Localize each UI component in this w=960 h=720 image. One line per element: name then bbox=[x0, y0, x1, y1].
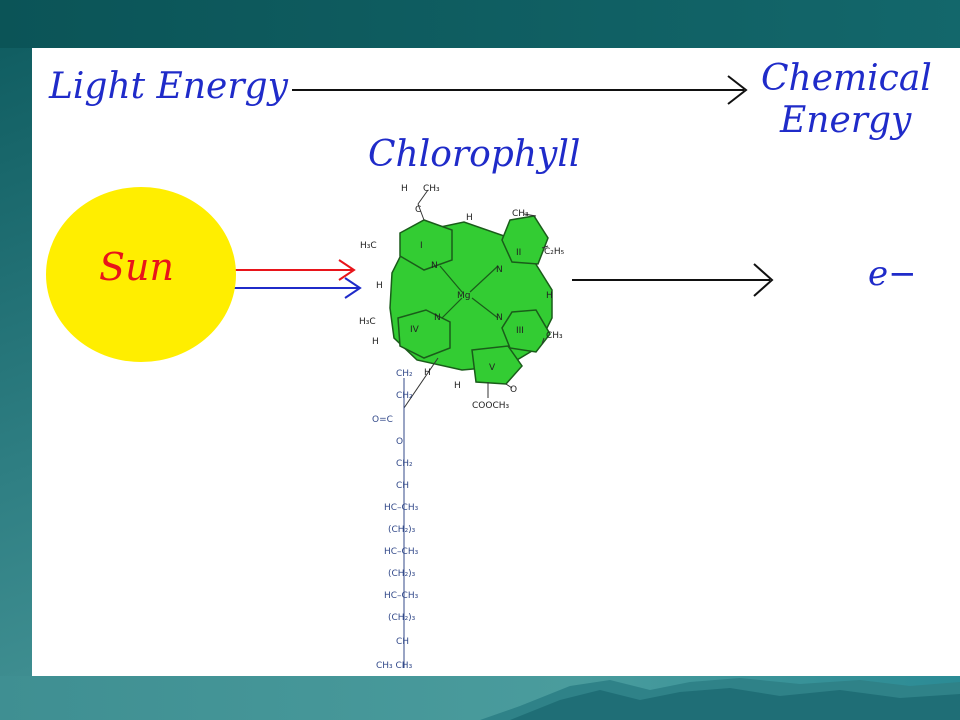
atom-h3c-left: H₃C bbox=[360, 241, 377, 251]
atom-c-top: C bbox=[415, 205, 421, 215]
atom-ch3-top: CH₃ bbox=[423, 184, 440, 194]
atom-n-4: N bbox=[434, 313, 441, 323]
atom-mg: Mg bbox=[457, 291, 470, 301]
atom-h-ring5-b: H bbox=[454, 381, 461, 391]
atom-n-1: N bbox=[431, 261, 438, 271]
slide-canvas: H CH₃ C H CH₃ C₂H₅ H₃C H H H₃C H CH₃ H H… bbox=[32, 48, 960, 676]
sun-label: Sun bbox=[99, 245, 174, 289]
sun-circle bbox=[46, 187, 236, 362]
light-to-chemical-arrow bbox=[292, 75, 748, 105]
tail-item: CH₃ CH₃ bbox=[376, 661, 413, 671]
atom-h-left: H bbox=[376, 281, 383, 291]
atom-h3c-lower: H₃C bbox=[359, 317, 376, 327]
tail-item: O bbox=[396, 437, 403, 447]
porphyrin-molecule: H CH₃ C H CH₃ C₂H₅ H₃C H H H₃C H CH₃ H H… bbox=[359, 184, 565, 411]
atom-o: O bbox=[510, 385, 517, 395]
ring-label-iv: IV bbox=[410, 325, 420, 335]
tail-item: CH₂ bbox=[396, 459, 413, 469]
chemical-energy-label-line1: Chemical bbox=[761, 58, 932, 99]
atom-h-ring5: H bbox=[424, 368, 431, 378]
atom-h-upper: H bbox=[466, 213, 473, 223]
atom-ch3-right: CH₃ bbox=[512, 209, 529, 219]
ring-label-i: I bbox=[420, 241, 423, 251]
ring-label-ii: II bbox=[516, 248, 521, 258]
atom-ethyl: C₂H₅ bbox=[544, 247, 565, 257]
tail-item: HC–CH₃ bbox=[384, 547, 419, 557]
tail-item: (CH₂)₃ bbox=[388, 525, 416, 535]
diagram-svg: H CH₃ C H CH₃ C₂H₅ H₃C H H H₃C H CH₃ H H… bbox=[218, 75, 774, 671]
tail-item: (CH₂)₃ bbox=[388, 569, 416, 579]
light-energy-label: Light Energy bbox=[49, 66, 288, 107]
light-arrows bbox=[218, 259, 362, 299]
electron-arrow bbox=[572, 263, 774, 297]
tail-item: CH₂ bbox=[396, 369, 413, 379]
atom-h-right: H bbox=[546, 291, 553, 301]
chemical-energy-label-line2: Energy bbox=[780, 100, 912, 141]
tail-item: HC–CH₃ bbox=[384, 591, 419, 601]
atom-h-top: H bbox=[401, 184, 408, 194]
chlorophyll-label: Chlorophyll bbox=[368, 134, 581, 175]
mountain-decoration bbox=[480, 678, 960, 720]
ring-label-v: V bbox=[489, 363, 496, 373]
atom-h-lower-left: H bbox=[372, 337, 379, 347]
atom-n-3: N bbox=[496, 313, 503, 323]
top-band bbox=[0, 0, 960, 48]
tail-item: CH₂ bbox=[396, 391, 413, 401]
atom-ch3-lower-right: CH₃ bbox=[546, 331, 563, 341]
tail-item: CH bbox=[396, 481, 409, 491]
tail-item: (CH₂)₃ bbox=[388, 613, 416, 623]
phytol-tail: CH₂ CH₂ O=C O CH₂ CH HC–CH₃ (CH₂)₃ HC–CH… bbox=[372, 369, 419, 671]
electron-label: e− bbox=[868, 254, 917, 294]
ring-label-iii: III bbox=[516, 326, 524, 336]
atom-ester: COOCH₃ bbox=[472, 401, 510, 411]
tail-item: CH bbox=[396, 637, 409, 647]
atom-n-2: N bbox=[496, 265, 503, 275]
tail-item: O=C bbox=[372, 415, 393, 425]
tail-item: HC–CH₃ bbox=[384, 503, 419, 513]
